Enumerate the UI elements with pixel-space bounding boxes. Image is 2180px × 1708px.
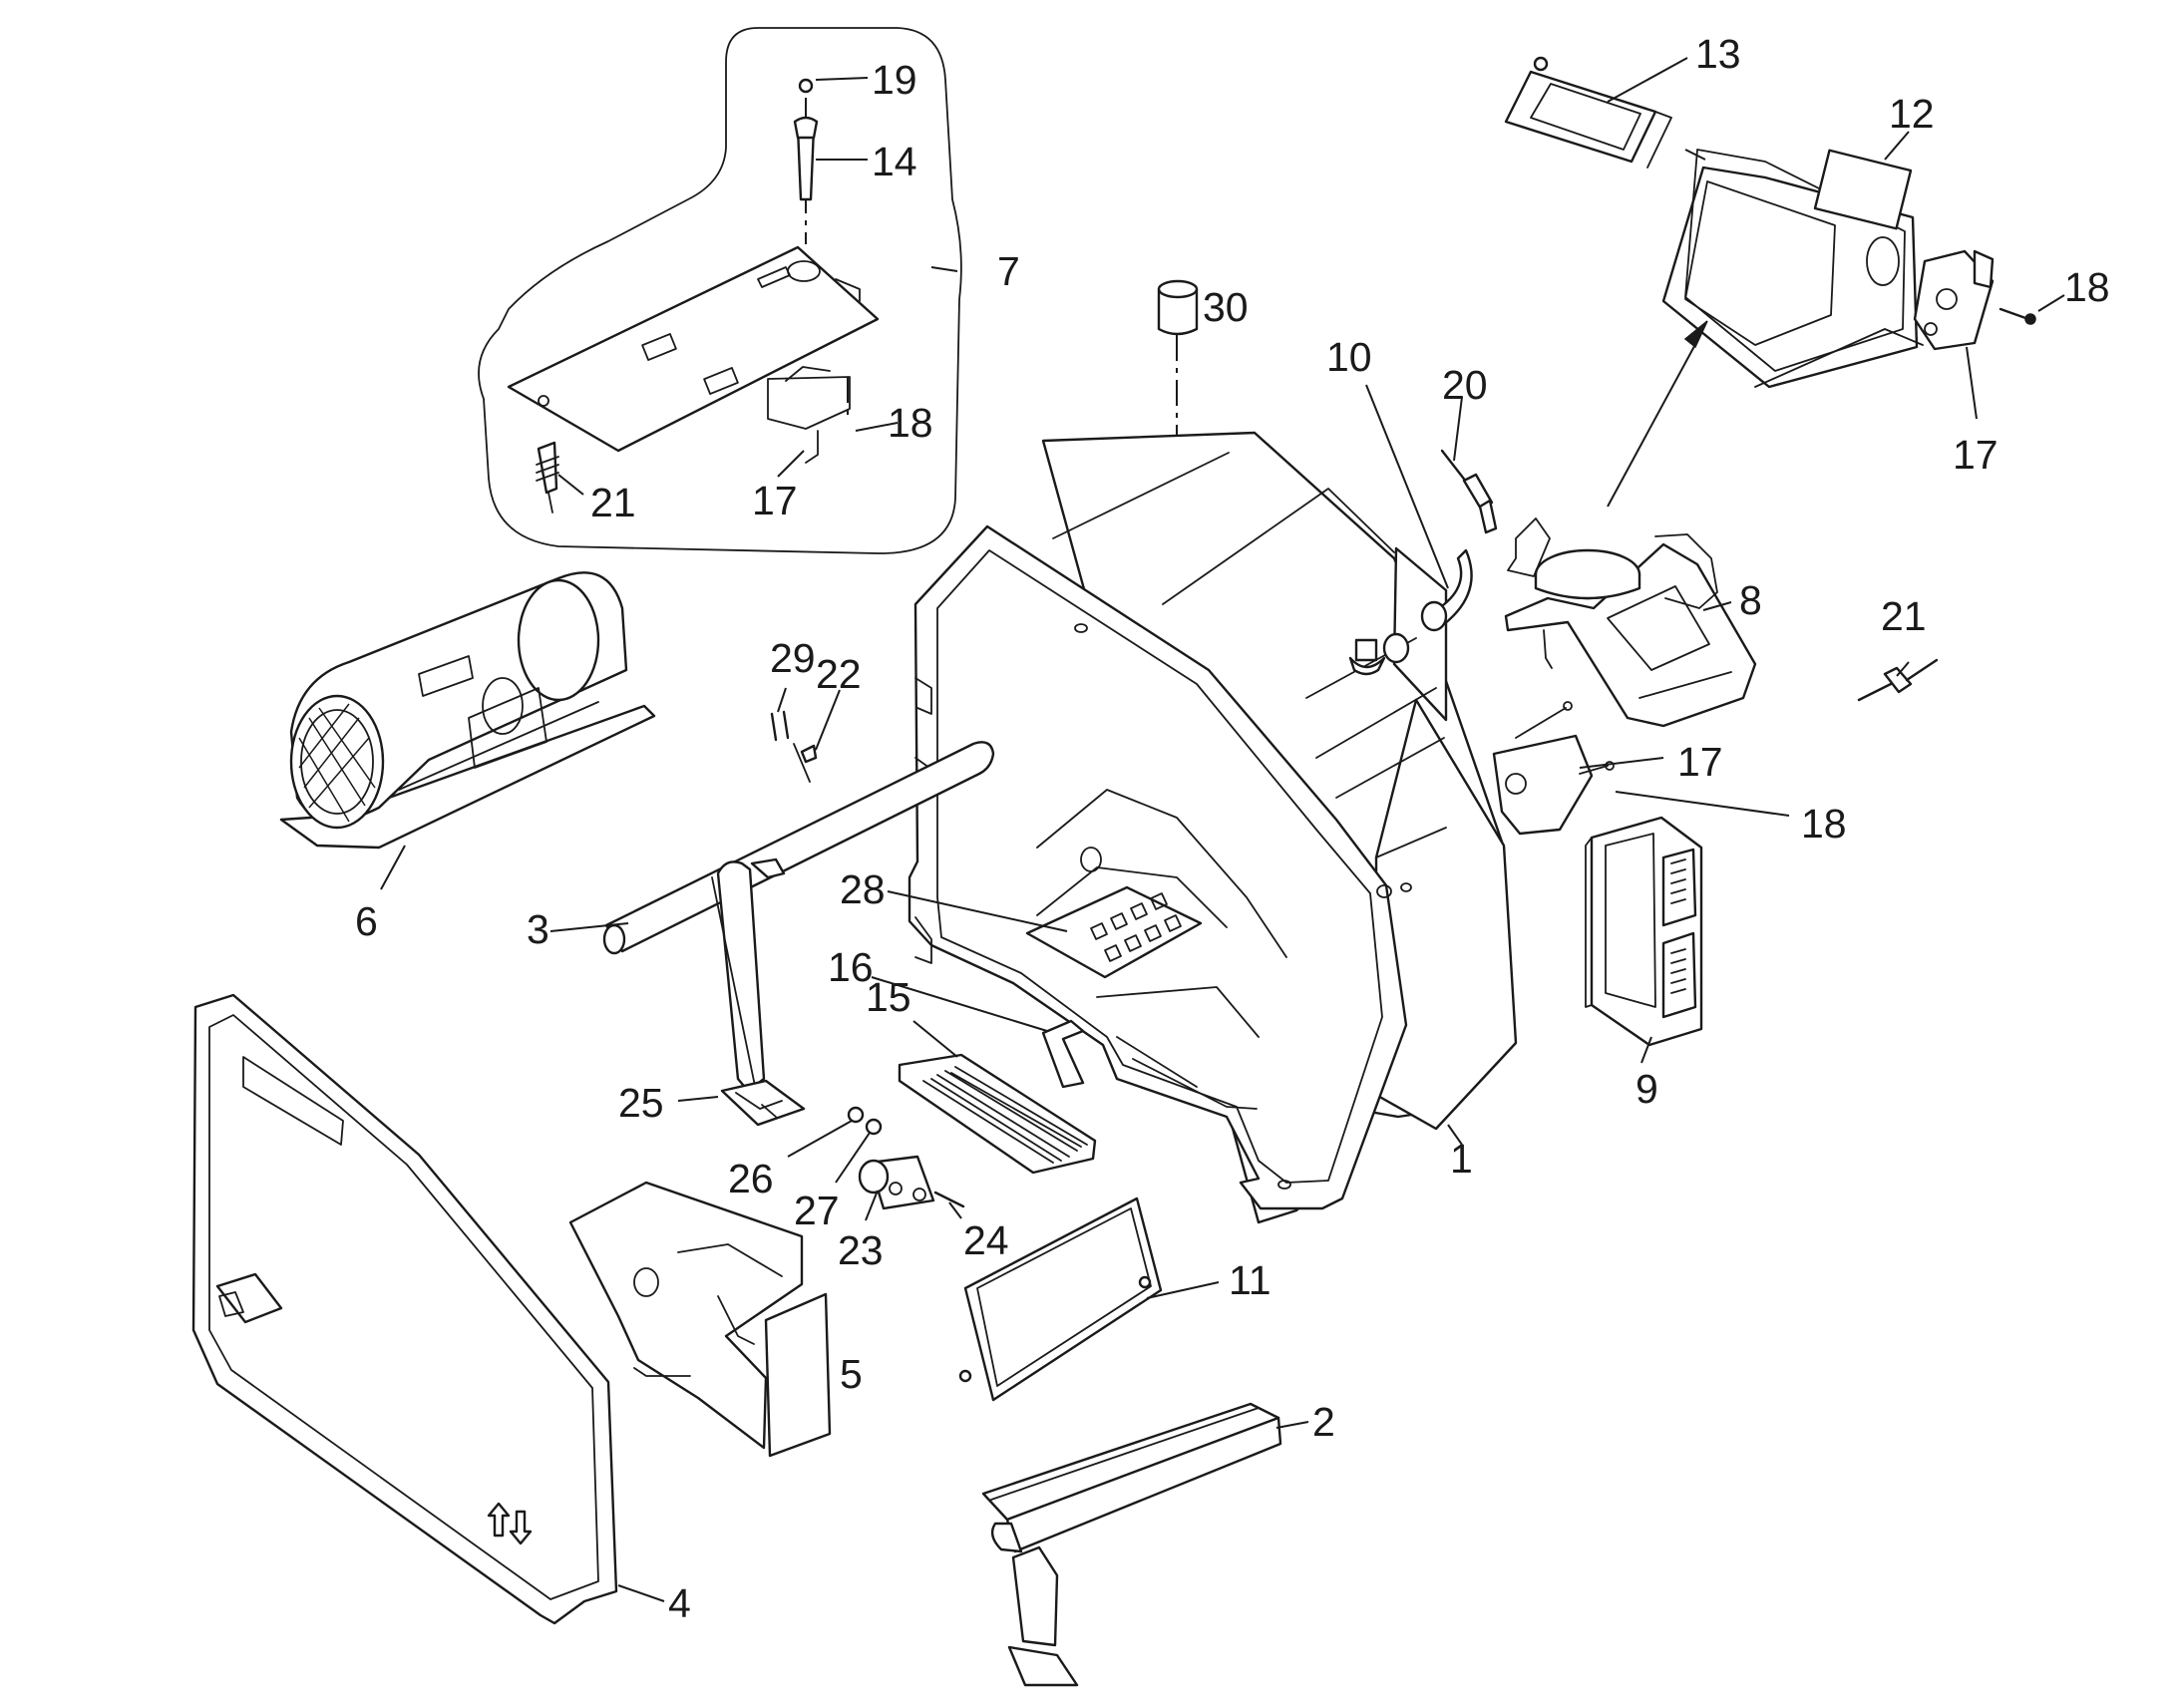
control-panel-assembly (478, 27, 962, 554)
temperature-sensor (1440, 396, 1551, 577)
main-housing (908, 431, 1518, 1224)
heater-core (981, 1402, 1309, 1687)
small-fittings (677, 1079, 965, 1221)
callout-3: 3 (527, 906, 549, 952)
coolant-pipe (549, 741, 995, 1093)
damper-actuator-middle (1492, 701, 1664, 836)
callout-19: 19 (872, 57, 917, 103)
outlet-grille (1504, 56, 1688, 169)
callout-27: 27 (794, 1188, 840, 1233)
front-cover (191, 993, 665, 1625)
assembly-arrow (1607, 320, 1708, 508)
blower-assembly (279, 571, 656, 890)
callout-7: 7 (997, 248, 1020, 294)
callout-4: 4 (668, 1580, 691, 1626)
callout-13: 13 (1695, 31, 1741, 77)
callout-21b: 21 (1881, 593, 1927, 639)
callout-18c: 18 (1801, 801, 1847, 847)
air-duct (568, 1181, 832, 1458)
air-filter (958, 1196, 1220, 1402)
callout-18a: 18 (888, 400, 933, 446)
callout-12: 12 (1889, 91, 1935, 137)
callout-29: 29 (770, 635, 816, 681)
callout-21a: 21 (590, 480, 636, 525)
callout-11: 11 (1229, 1257, 1272, 1303)
mounting-bracket (1661, 131, 1924, 389)
callout-26: 26 (728, 1156, 774, 1201)
callout-22: 22 (816, 651, 862, 697)
screw-upper-right (1998, 294, 2065, 325)
clips-and-pin (770, 687, 841, 783)
callout-15: 15 (866, 974, 911, 1020)
inset-boundary (478, 27, 962, 554)
callout-23: 23 (838, 1227, 884, 1273)
damper-actuator-upper (1913, 249, 1995, 420)
drain-hose (1365, 384, 1473, 664)
air-duct-with-grille (1504, 533, 1757, 728)
callout-17c: 17 (1677, 739, 1723, 785)
control-panel-plate (507, 245, 880, 453)
callout-6: 6 (355, 898, 378, 944)
sensor-right (1857, 658, 1939, 702)
callout-20: 20 (1442, 362, 1488, 408)
callout-1: 1 (1450, 1136, 1473, 1182)
callouts: 1 2 3 4 5 6 7 8 9 10 11 12 13 14 15 16 1… (355, 31, 2110, 1626)
callout-17a: 17 (752, 478, 798, 523)
callout-16: 16 (828, 944, 874, 990)
callout-17b: 17 (1953, 432, 1998, 478)
callout-25: 25 (618, 1080, 664, 1126)
callout-18b: 18 (2064, 264, 2110, 310)
small-bracket (871, 976, 1085, 1089)
callout-30: 30 (1203, 284, 1249, 330)
callout-8: 8 (1739, 577, 1762, 623)
callout-24: 24 (963, 1217, 1009, 1263)
screw-middle (1615, 791, 1790, 817)
callout-5: 5 (840, 1351, 863, 1397)
callout-2: 2 (1312, 1399, 1335, 1445)
control-module (1585, 816, 1703, 1064)
filter-tray (898, 1020, 1097, 1175)
label-plate (887, 885, 1203, 979)
callout-10: 10 (1326, 334, 1372, 380)
callout-14: 14 (872, 139, 917, 184)
callout-9: 9 (1635, 1066, 1658, 1112)
callout-28: 28 (840, 866, 886, 912)
